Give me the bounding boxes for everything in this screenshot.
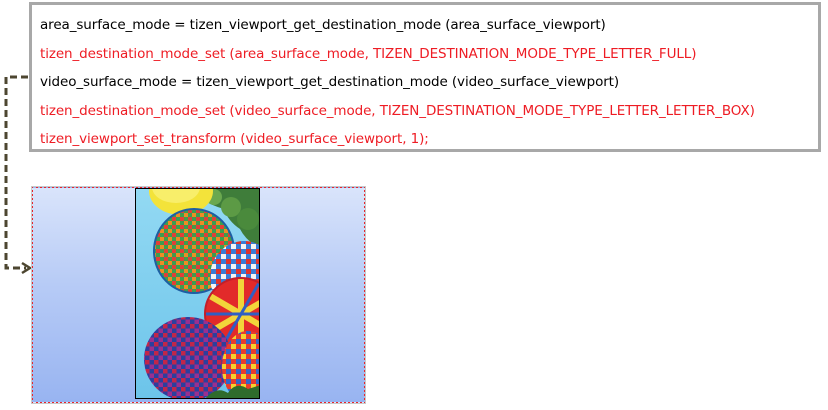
- code-line-set-transform: tizen_viewport_set_transform (video_surf…: [40, 131, 429, 148]
- video-surface: [135, 188, 260, 399]
- code-snippet-box: area_surface_mode = tizen_viewport_get_d…: [29, 2, 821, 152]
- code-line-set-area-mode: tizen_destination_mode_set (area_surface…: [40, 45, 697, 62]
- connector-arrow-icon: [21, 261, 33, 275]
- hot-air-balloons-image: [136, 189, 259, 398]
- code-line-get-area-mode: area_surface_mode = tizen_viewport_get_d…: [40, 17, 606, 33]
- code-line-set-video-mode: tizen_destination_mode_set (video_surfac…: [40, 102, 755, 119]
- code-line-get-video-mode: video_surface_mode = tizen_viewport_get_…: [40, 74, 620, 91]
